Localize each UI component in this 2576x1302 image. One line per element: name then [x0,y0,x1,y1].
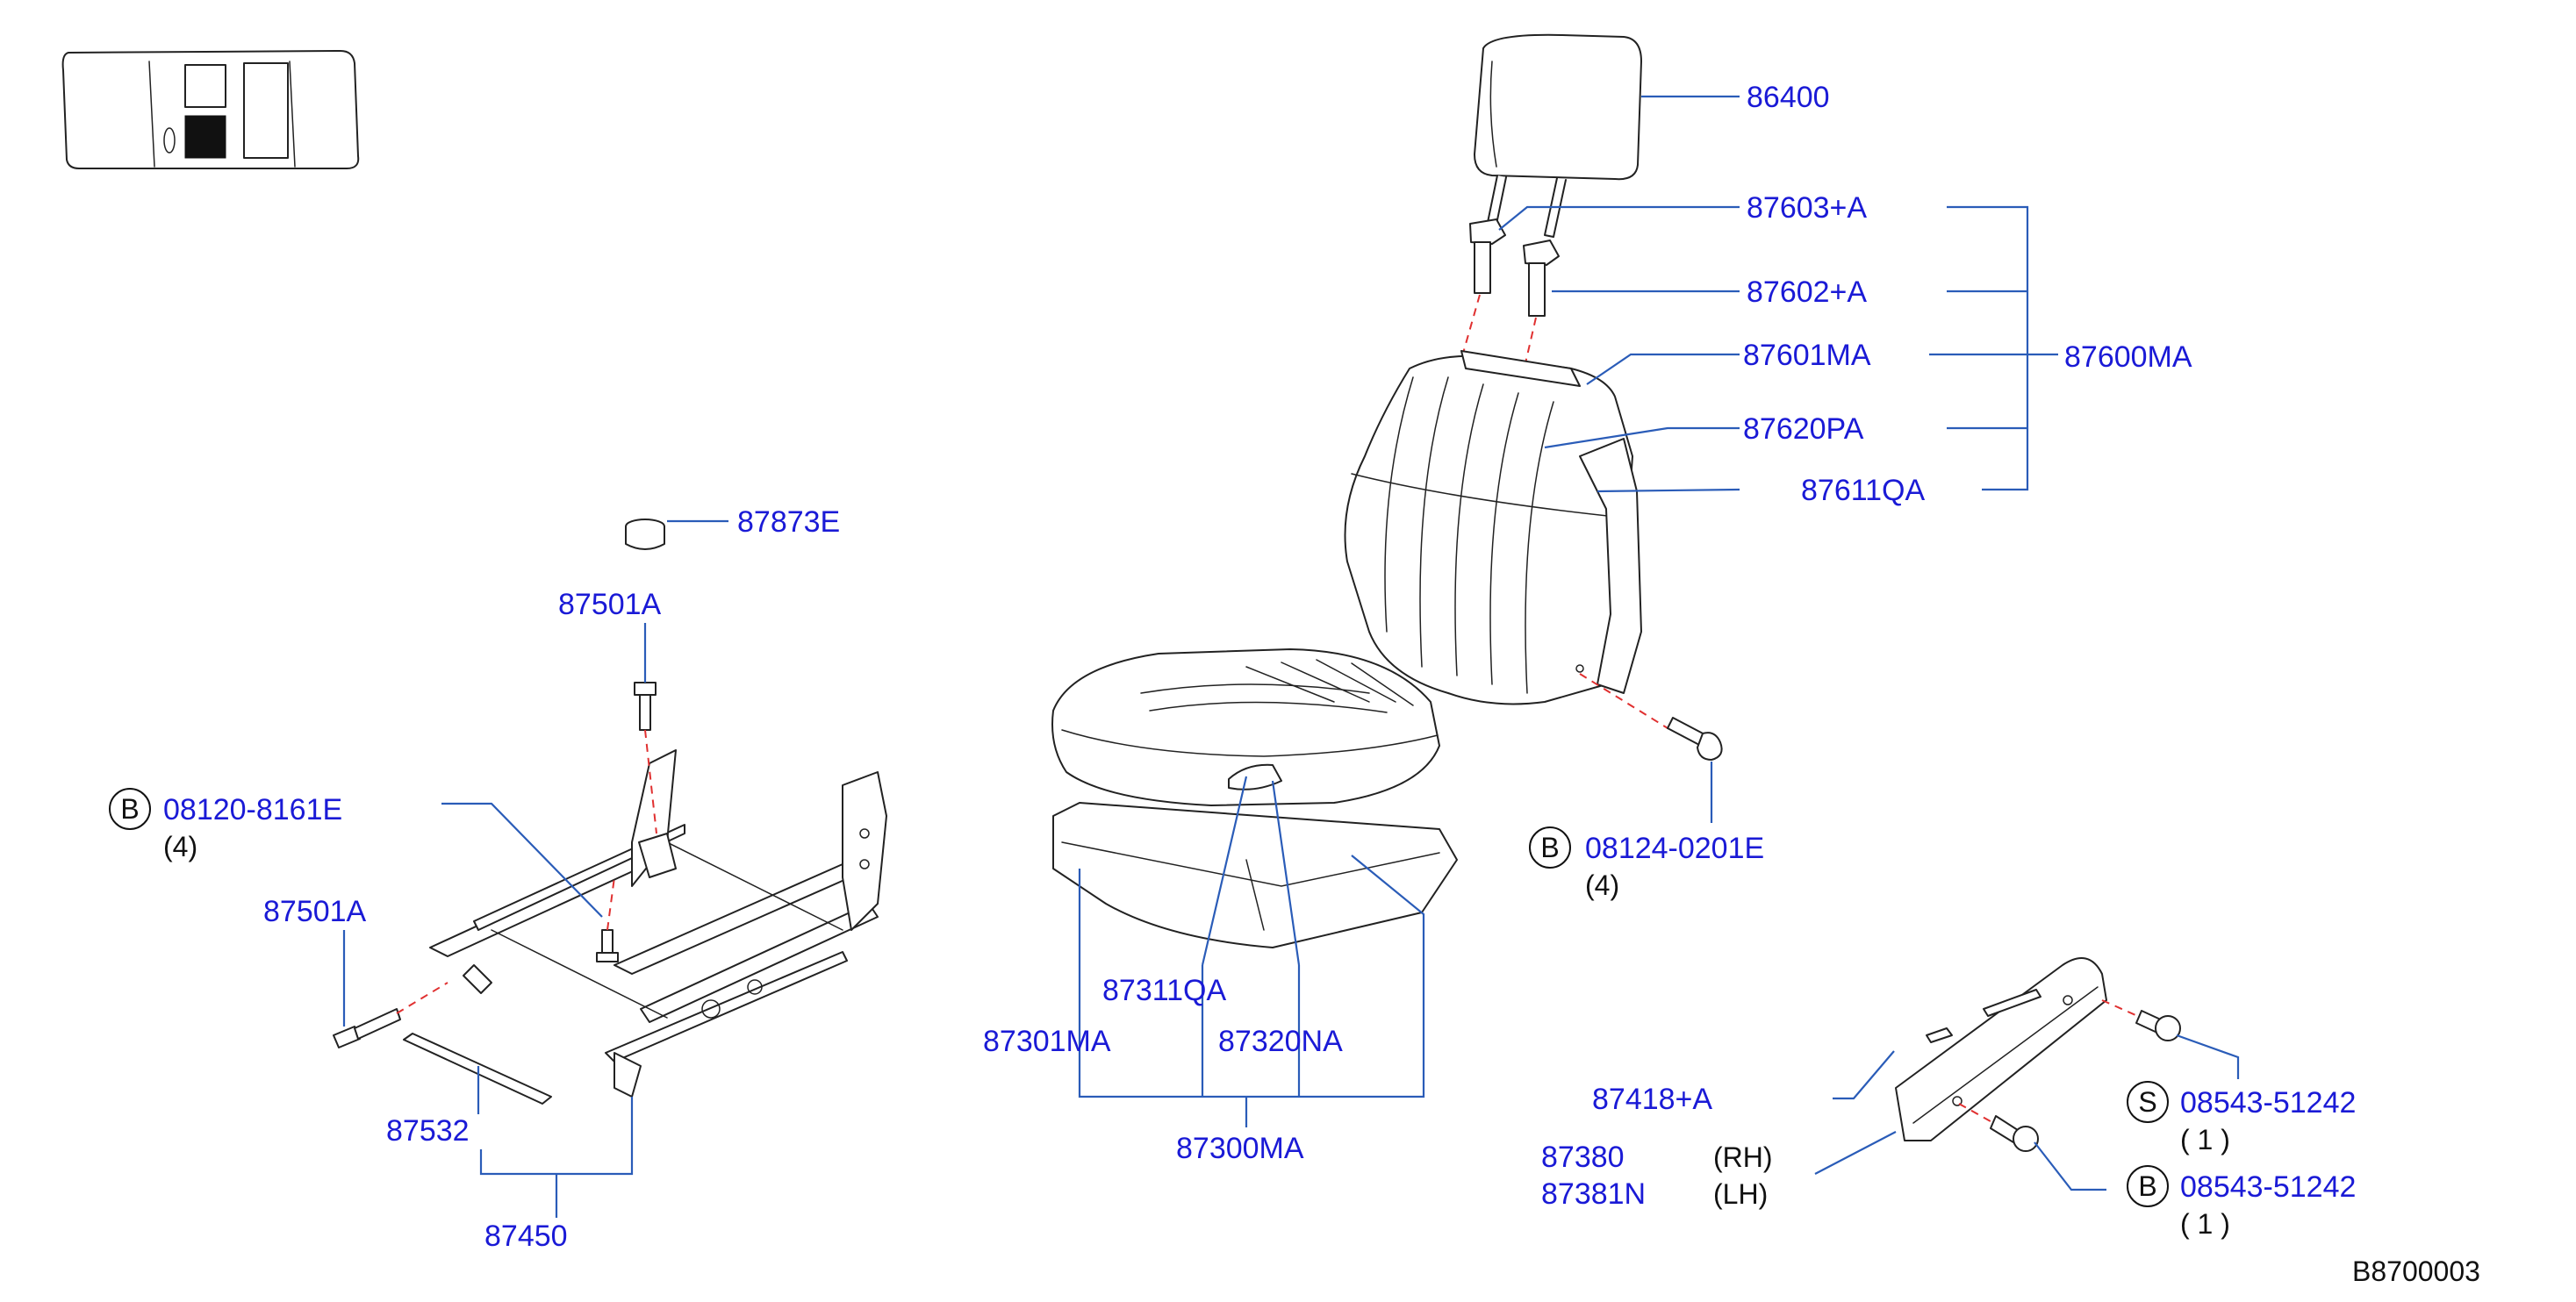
adjuster-bolt-top [634,682,657,731]
label-slide-sheet[interactable]: 87532 [386,1114,470,1148]
label-cushion-pad[interactable]: 87301MA [983,1025,1111,1058]
cap [625,519,665,550]
adjuster-bolt-left [333,1008,401,1048]
finisher-screw-b [1990,1115,2039,1152]
label-finisher-lh[interactable]: 87381N [1541,1177,1646,1211]
side-lh: (LH) [1713,1178,1768,1210]
label-cushion-assy[interactable]: 87300MA [1176,1132,1304,1165]
seat-adjuster [429,749,887,1098]
side-rh: (RH) [1713,1141,1773,1173]
adjuster-bolt-b [596,929,619,962]
label-cap[interactable]: 87873E [737,505,840,539]
headrest-guide-lock [1469,218,1506,294]
label-finisher-rh[interactable]: 87380 [1541,1141,1625,1174]
label-bolt-top[interactable]: 87501A [558,588,662,621]
leader-lines [342,95,2240,1218]
svg-text:S: S [2138,1086,2156,1118]
label-back-pad[interactable]: 87611QA [1801,474,1925,507]
svg-text:B: B [2138,1170,2156,1202]
label-screw-s[interactable]: 08543-51242 [2180,1086,2356,1120]
label-cushion-frame[interactable]: 87320NA [1218,1025,1343,1058]
label-adjuster-assy[interactable]: 87450 [484,1220,568,1253]
svg-text:B: B [1540,832,1559,863]
label-knob[interactable]: 87418+A [1592,1083,1712,1116]
label-headrest[interactable]: 86400 [1747,81,1830,114]
svg-text:B: B [120,793,139,825]
marker-b-back: B [1529,826,1571,869]
label-bolt-left[interactable]: 87501A [263,895,367,928]
qty-bolt-b1: (4) [163,831,197,862]
diagram-id: B8700003 [2352,1256,2480,1287]
qty-bolt-b2: (4) [1585,869,1619,901]
label-back-assy[interactable]: 87600MA [2064,340,2192,374]
label-cushion-trim[interactable]: 87311QA [1102,974,1226,1007]
label-bolt-b2[interactable]: 08124-0201E [1585,832,1764,865]
qty-screw-s: ( 1 ) [2180,1124,2230,1155]
seat-back [1344,350,1642,705]
vehicle-locator-icon [61,50,360,169]
marker-s: S [2127,1081,2169,1123]
headrest-guide-free [1523,240,1560,317]
label-back-trim[interactable]: 87620PA [1743,412,1864,446]
label-back-frame[interactable]: 87601MA [1743,339,1871,372]
finisher-screw-s [2135,1010,2181,1041]
marker-b-finisher: B [2127,1165,2169,1207]
back-bolt [1667,717,1723,761]
side-finisher [1895,957,2107,1141]
knob [1926,989,2041,1043]
label-guide-free[interactable]: 87602+A [1747,275,1867,309]
label-guide-lock[interactable]: 87603+A [1747,191,1867,225]
seat-cushion [1051,648,1458,948]
label-bolt-b1[interactable]: 08120-8161E [163,793,342,826]
qty-screw-b: ( 1 ) [2180,1208,2230,1240]
headrest [1474,33,1642,238]
label-screw-b[interactable]: 08543-51242 [2180,1170,2356,1204]
marker-b-left: B [109,788,151,830]
